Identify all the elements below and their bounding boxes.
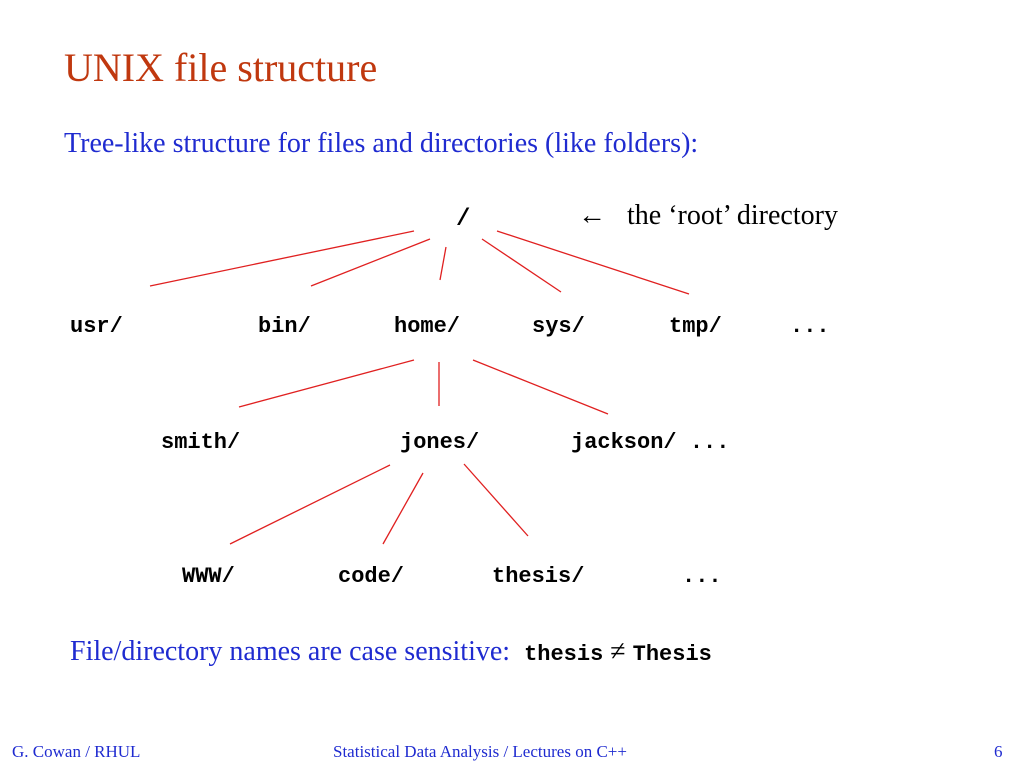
footer-page-number: 6 bbox=[994, 742, 1003, 761]
edge-home-jackson bbox=[472, 359, 609, 415]
tree-node-smith: smith/ bbox=[161, 430, 241, 455]
root-annotation-text: the ‘root’ directory bbox=[627, 200, 838, 231]
tree-node-jackson: jackson/ ... bbox=[571, 430, 730, 455]
case-example-upper: Thesis bbox=[632, 642, 712, 667]
root-annotation: ← the ‘root’ directory bbox=[578, 200, 838, 232]
footer-author: G. Cowan / RHUL bbox=[12, 742, 141, 761]
slide-title: UNIX file structure bbox=[64, 45, 378, 90]
case-note-text: File/directory names are case sensitive: bbox=[70, 636, 511, 667]
tree-node-more-1: ... bbox=[790, 314, 830, 339]
footer-course: Statistical Data Analysis / Lectures on … bbox=[333, 742, 627, 761]
tree-node-usr: usr/ bbox=[70, 314, 123, 339]
edge-jones-thesis bbox=[463, 463, 529, 537]
edge-jones-www bbox=[229, 464, 391, 545]
left-arrow-icon: ← bbox=[578, 200, 606, 231]
tree-node-jones: jones/ bbox=[400, 430, 480, 455]
edge-jones-code bbox=[382, 472, 424, 545]
tree-node-root: / bbox=[456, 206, 471, 233]
not-equal-icon: ≠ bbox=[610, 636, 626, 667]
edge-root-sys bbox=[481, 238, 562, 293]
edge-root-bin bbox=[310, 238, 431, 287]
case-example-lower: thesis bbox=[524, 642, 604, 667]
tree-node-code: code/ bbox=[338, 564, 405, 589]
tree-node-bin: bin/ bbox=[258, 314, 311, 339]
tree-node-sys: sys/ bbox=[532, 314, 585, 339]
edge-home-smith bbox=[238, 359, 415, 408]
tree-node-home: home/ bbox=[394, 314, 461, 339]
edge-root-usr bbox=[149, 230, 415, 287]
tree-node-tmp: tmp/ bbox=[669, 314, 722, 339]
tree-node-www: WWW/ bbox=[182, 564, 235, 589]
slide-subtitle: Tree-like structure for files and direct… bbox=[64, 128, 699, 159]
case-sensitivity-note: File/directory names are case sensitive:… bbox=[70, 636, 712, 668]
edge-root-home bbox=[439, 246, 447, 281]
tree-node-more-3: ... bbox=[682, 564, 722, 589]
edge-root-tmp bbox=[496, 230, 690, 295]
tree-node-thesis: thesis/ bbox=[492, 564, 585, 589]
